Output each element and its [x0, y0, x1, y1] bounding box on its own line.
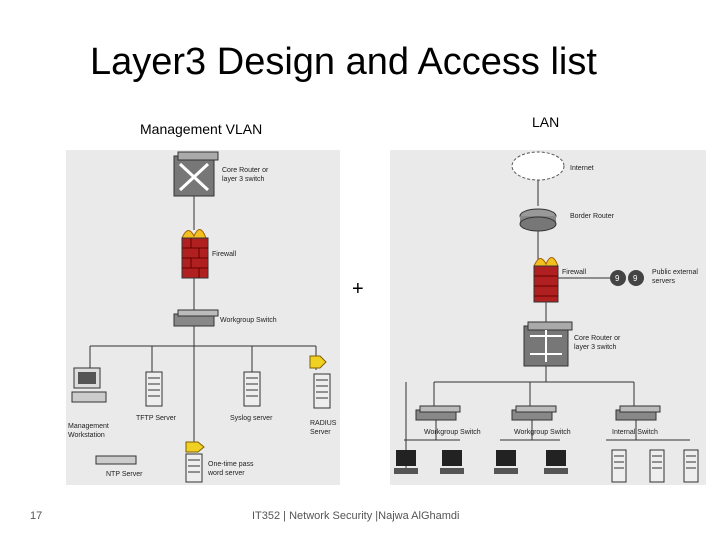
lan-firewall-icon — [533, 257, 559, 303]
ntp-server-label: NTP Server — [106, 471, 143, 478]
management-vlan-diagram: Core Router or layer 3 switch Firewall W… — [66, 150, 340, 485]
lan-diagram: Internet Border Router Firewall 9 9 Publ… — [390, 150, 706, 485]
lan-workgroup-switch-2-icon — [511, 405, 557, 421]
tftp-server-label: TFTP Server — [136, 415, 177, 422]
internal-switch-label: Internal Switch — [612, 429, 658, 436]
core-router-label-1: Core Router or — [222, 167, 269, 174]
lan-core-router-icon — [523, 321, 573, 367]
svg-text:9: 9 — [633, 274, 638, 283]
radius-server-label-1: RADIUS — [310, 420, 337, 427]
lan-workgroup-switch-2-label: Workgroup Switch — [514, 429, 571, 436]
lan-heading: LAN — [532, 114, 560, 130]
lan-workgroup-switch-1-icon — [415, 405, 461, 421]
core-router-label-2: layer 3 switch — [222, 176, 265, 183]
internet-label: Internet — [570, 165, 594, 172]
otp-server-icon — [185, 441, 205, 483]
lan-core-router-label-2: layer 3 switch — [574, 344, 617, 351]
slide-title: Layer3 Design and Access list — [90, 41, 597, 83]
lan-workstation-icon — [394, 450, 568, 474]
syslog-server-label: Syslog server — [230, 415, 273, 422]
lan-internal-servers-icon — [611, 449, 699, 483]
internal-switch-icon — [615, 405, 661, 421]
firewall-icon — [181, 229, 209, 279]
management-workstation-icon — [71, 367, 107, 403]
otp-server-label-1: One-time pass — [208, 461, 254, 468]
radius-server-label-2: Server — [310, 429, 331, 436]
lan-workgroup-switch-1-label: Workgroup Switch — [424, 429, 481, 436]
workgroup-switch-icon — [173, 309, 219, 327]
plus-sign: + — [352, 278, 364, 300]
workgroup-switch-label: Workgroup Switch — [220, 317, 277, 324]
syslog-server-icon — [243, 371, 261, 407]
management-workstation-label-1: Management — [68, 423, 109, 430]
border-router-icon — [519, 208, 557, 232]
svg-text:9: 9 — [615, 274, 620, 283]
lan-firewall-label: Firewall — [562, 269, 587, 276]
management-vlan-heading: Management VLAN — [140, 121, 263, 137]
otp-server-label-2: word server — [207, 470, 245, 477]
radius-server-icon — [309, 355, 331, 409]
public-servers-label-1: Public external — [652, 269, 698, 276]
public-servers-icon: 9 9 — [610, 270, 644, 286]
lan-core-router-label-1: Core Router or — [574, 335, 621, 342]
footer-text: IT352 | Network Security |Najwa AlGhamdi — [252, 510, 460, 522]
firewall-label: Firewall — [212, 251, 237, 258]
management-workstation-label-2: Workstation — [68, 432, 105, 439]
border-router-label: Border Router — [570, 213, 615, 220]
public-servers-label-2: servers — [652, 278, 675, 285]
core-router-icon — [173, 151, 219, 197]
ntp-server-icon — [95, 455, 137, 465]
page-number: 17 — [30, 510, 43, 522]
internet-cloud-icon — [511, 151, 565, 181]
tftp-server-icon — [145, 371, 163, 407]
